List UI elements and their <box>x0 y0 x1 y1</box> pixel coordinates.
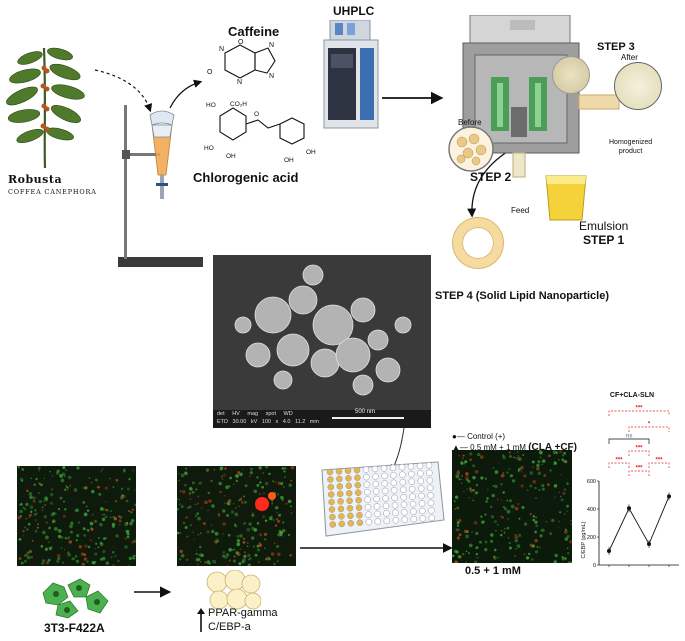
well-plate <box>321 461 445 537</box>
dose-label: 0.5 + 1 mM <box>465 565 521 577</box>
caffeine-label: Caffeine <box>228 24 280 39</box>
after-droplet-circle <box>614 62 662 110</box>
significance-label: * <box>648 422 651 428</box>
svg-text:O: O <box>254 111 259 118</box>
fluorescence-image-treated <box>452 450 572 563</box>
svg-text:N: N <box>269 42 274 49</box>
before-label: Before <box>458 118 482 127</box>
significance-bracket <box>608 462 630 468</box>
significance-bracket <box>648 462 670 468</box>
plant-species: Coffea canephora <box>8 188 97 196</box>
sem-micrograph <box>213 255 431 428</box>
significance-bracket <box>628 450 650 456</box>
svg-text:CO₂H: CO₂H <box>230 101 247 108</box>
sem-scale-bar <box>332 417 404 419</box>
uhplc-label: UHPLC <box>333 4 375 18</box>
svg-text:OH: OH <box>226 153 236 160</box>
fluorescence-image-differentiated <box>177 466 296 566</box>
step4-label: STEP 4 (Solid Lipid Nanoparticle) <box>435 290 609 302</box>
after-droplet-inset <box>552 56 590 94</box>
y-tick-label: 200 <box>587 535 596 541</box>
separatory-funnel-stand <box>118 105 203 267</box>
step1-label: STEP 1 <box>583 233 625 247</box>
cebp-line-chart: CF+CLA-SLN C/EBP (pg/mL) 0200400600****n… <box>581 392 679 569</box>
chlorogenic-acid-structure: HO CO₂H HO OH O OH OH <box>204 101 316 164</box>
svg-text:N: N <box>269 73 274 80</box>
data-point <box>607 549 611 553</box>
svg-text:N: N <box>237 79 242 86</box>
svg-text:O: O <box>238 39 244 46</box>
marker-cebp: C/EBP-a <box>208 621 251 633</box>
uhplc-instrument <box>323 20 379 129</box>
plant-name: Robusta <box>8 173 63 186</box>
legend-control-marker: ●— <box>452 432 465 441</box>
chart-title: CF+CLA-SLN <box>610 392 654 399</box>
svg-text:HO: HO <box>206 102 216 109</box>
significance-label: *** <box>635 446 643 452</box>
marker-ppar: PPAR-gamma <box>208 607 278 619</box>
upregulation-arrow-icon <box>197 608 205 632</box>
sem-scale-label: 500 nm <box>355 409 376 415</box>
chlorogenic-acid-label: Chlorogenic acid <box>193 170 299 185</box>
significance-label: *** <box>655 458 663 464</box>
preadipocyte-cells-icon <box>42 578 109 619</box>
sem-info-header: det HV mag spot WD <box>217 411 293 417</box>
emulsion-beaker <box>545 175 587 221</box>
solid-lipid-nanoparticle-ring <box>453 218 503 268</box>
svg-text:HO: HO <box>204 145 214 152</box>
significance-bracket <box>628 426 670 432</box>
svg-text:N: N <box>219 46 224 53</box>
feed-label: Feed <box>511 206 530 215</box>
data-point <box>627 506 631 511</box>
significance-label: *** <box>635 466 643 472</box>
step3-label: STEP 3 <box>597 41 635 53</box>
emulsion-label: Emulsion <box>579 219 629 233</box>
chart-y-label: C/EBP (pg/mL) <box>581 521 587 558</box>
svg-text:OH: OH <box>306 149 316 156</box>
data-point <box>647 542 651 546</box>
legend-treatment-marker: ▲— <box>452 443 468 452</box>
significance-bracket <box>608 438 650 444</box>
y-tick-label: 400 <box>587 507 596 513</box>
significance-label: *** <box>615 458 623 464</box>
lipid-droplet-stain <box>255 497 269 511</box>
step2-label: STEP 2 <box>470 170 512 184</box>
mature-adipocytes-icon <box>206 570 261 610</box>
significance-bracket <box>628 470 650 476</box>
data-point <box>667 494 671 499</box>
y-tick-label: 600 <box>587 479 596 485</box>
cell-line-label: 3T3-F422A <box>44 621 105 635</box>
fluorescence-image-undifferentiated <box>17 466 136 566</box>
significance-bracket <box>608 410 670 416</box>
significance-label: ns <box>625 434 633 440</box>
series-line <box>608 496 670 552</box>
before-droplet-circle <box>448 126 494 172</box>
svg-text:OH: OH <box>284 157 294 164</box>
legend-treatment: ▲— 0.5 mM + 1 mM (CLA +CF) <box>452 442 577 453</box>
svg-text:O: O <box>207 69 213 76</box>
caffeine-structure: O N N O N N <box>207 39 276 86</box>
significance-label: *** <box>635 406 643 412</box>
after-label: After <box>621 53 638 62</box>
y-tick-label: 0 <box>593 563 596 569</box>
robusta-plant-illustration <box>6 47 85 169</box>
legend-control: ●— Control (+) <box>452 432 506 441</box>
sem-info-values: ETD 30.00 kV 100 x 4.0 11.2 mm <box>217 419 319 425</box>
